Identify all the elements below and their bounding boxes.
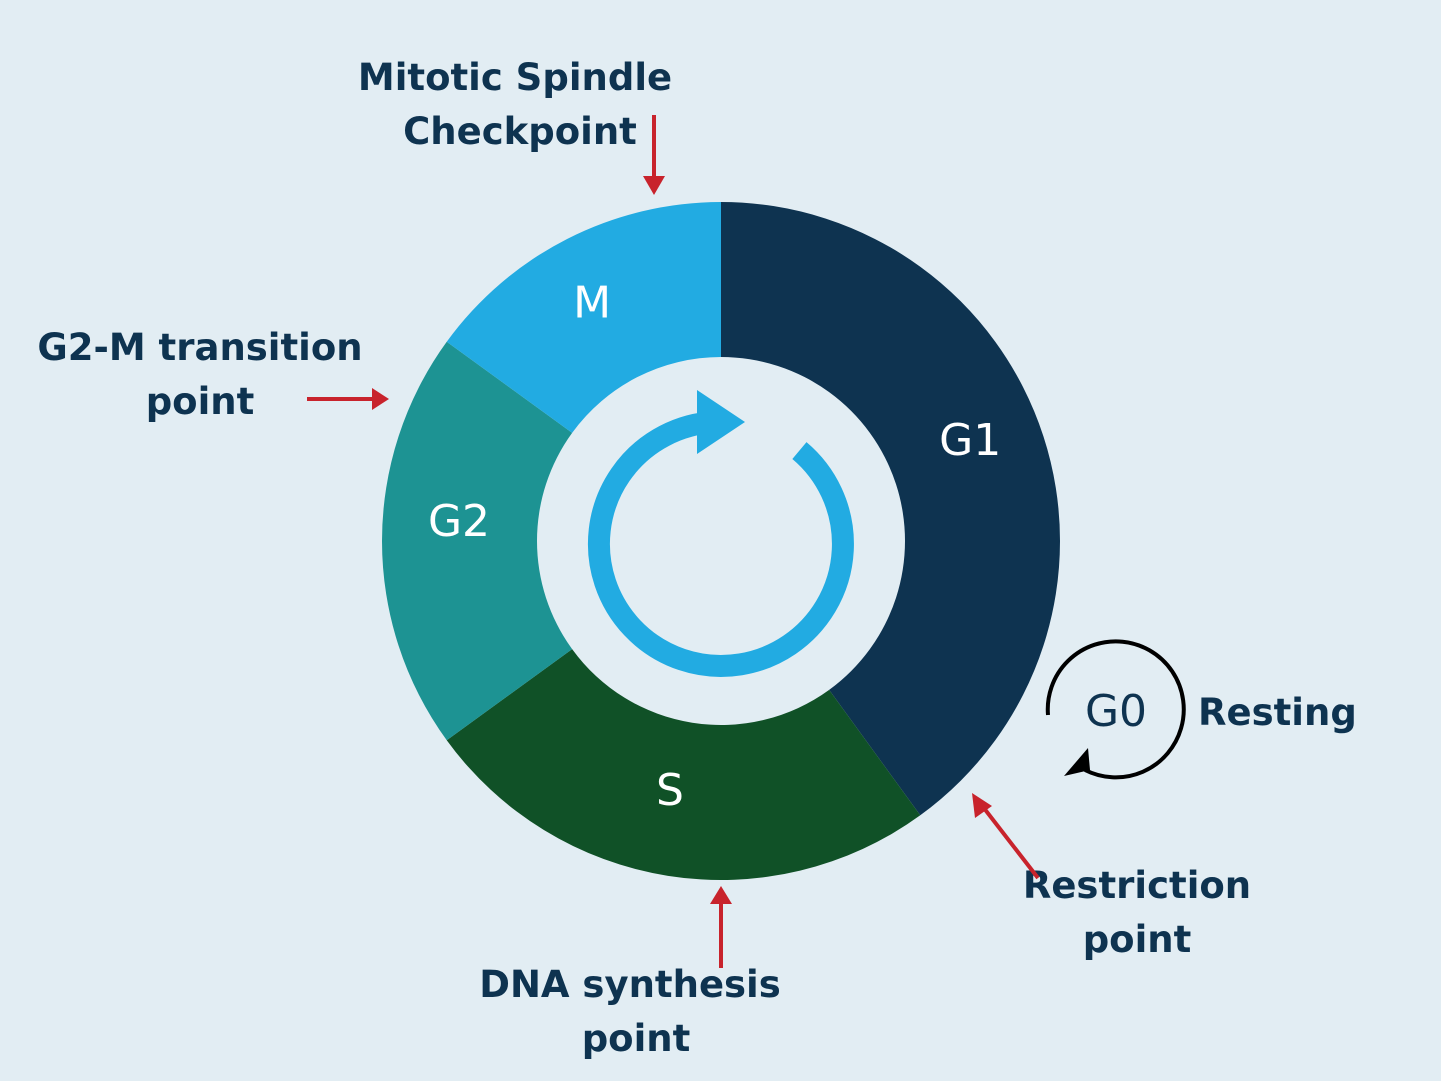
g2m-label-line2: point [146, 380, 255, 423]
g0-arrowhead-icon [1064, 748, 1090, 776]
arrow-up-icon [710, 886, 732, 968]
arrow-down-icon [643, 115, 665, 195]
mitotic-spindle-label-line2: Checkpoint [403, 110, 637, 153]
g2m-transition-checkpoint: G2-M transition point [37, 326, 389, 423]
resting-label: Resting [1198, 691, 1357, 734]
arrow-up-left-icon [972, 793, 1040, 880]
cycle-arrow-icon [587, 390, 854, 677]
phase-label-m: M [573, 278, 611, 329]
cell-cycle-ring [382, 202, 1060, 880]
restriction-label-line1: Restriction [1023, 864, 1251, 907]
g2m-label-line1: G2-M transition [37, 326, 362, 369]
phase-segment-m [446, 202, 721, 433]
dna-synthesis-label-line2: point [582, 1017, 691, 1060]
restriction-checkpoint: Restriction point [972, 793, 1251, 961]
restriction-label-line2: point [1083, 918, 1192, 961]
phase-label-g1: G1 [939, 415, 1001, 466]
phase-segment-g2 [382, 341, 573, 741]
phase-labels: G1S G2 M [428, 278, 1001, 816]
phase-segment-s [446, 649, 921, 880]
g0-resting: G0 Resting [1045, 639, 1357, 780]
mitotic-spindle-checkpoint: Mitotic Spindle Checkpoint [358, 56, 672, 195]
mitotic-spindle-label-line1: Mitotic Spindle [358, 56, 672, 99]
g0-label: G0 [1085, 686, 1147, 737]
arrow-right-icon [307, 388, 389, 410]
phase-segment-g1 [721, 202, 1060, 816]
phase-label-s: S [656, 765, 684, 816]
dna-synthesis-checkpoint: DNA synthesis point [479, 886, 781, 1060]
dna-synthesis-label-line1: DNA synthesis [479, 963, 781, 1006]
g0-loop-arrow-icon [1045, 639, 1186, 780]
phase-label-g2: G2 [428, 496, 490, 547]
